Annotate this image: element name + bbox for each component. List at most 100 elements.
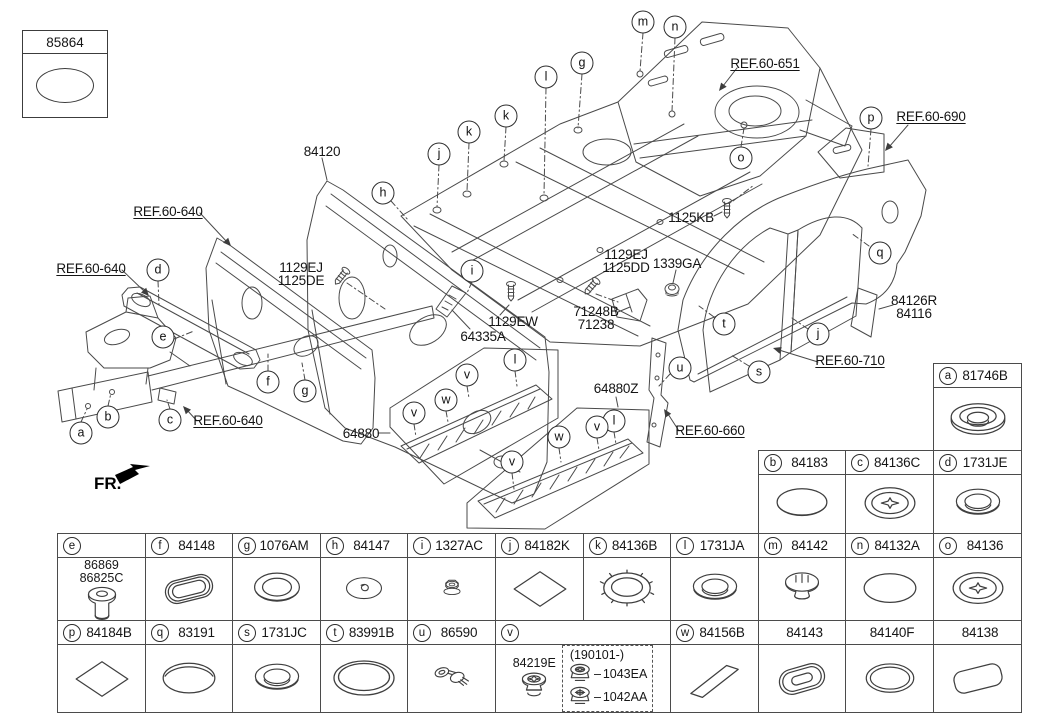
part-number: 1327AC <box>435 538 483 553</box>
callout-b: b <box>96 405 120 429</box>
item-letter: n <box>851 536 869 555</box>
nut-icon <box>431 572 473 606</box>
bracket-71248b <box>611 288 648 322</box>
pronged-cap-icon <box>776 568 828 610</box>
item-letter: k <box>589 536 607 555</box>
screw-grommet-icon <box>426 657 478 701</box>
part-number: 84147 <box>353 538 390 553</box>
legend-cell-u: u 86590 <box>407 620 496 713</box>
callout-v: v <box>585 415 609 439</box>
part-number: 84219E <box>512 655 556 670</box>
arrowheads <box>141 82 893 418</box>
leader-line <box>593 696 601 698</box>
part-number: 86590 <box>440 625 478 640</box>
legend-cell-84140f: 84140F <box>845 620 934 713</box>
label-ref-60-660: REF.60-660 <box>675 423 745 438</box>
label-64335a: 64335A <box>460 329 506 344</box>
label-ref-60-690: REF.60-690 <box>896 109 966 124</box>
label-71248b-71238: 71248B 71238 <box>573 304 619 332</box>
quarter-top-panel <box>817 127 885 179</box>
part-number: 84138 <box>961 625 999 640</box>
cross-plug-icon <box>949 567 1007 611</box>
pad-box-64880z <box>466 407 650 530</box>
oval-ring-icon <box>862 658 918 700</box>
label-ref-60-651: REF.60-651 <box>730 56 800 71</box>
fr-direction-arrow-icon <box>115 464 150 484</box>
item-letter: l <box>676 536 694 555</box>
part-number: 1731JC <box>261 625 307 640</box>
callout-w: w <box>434 388 458 412</box>
grommet-nut-icon <box>568 663 592 685</box>
leader-line <box>593 673 601 675</box>
callout-s: s <box>747 360 771 384</box>
callout-d: d <box>146 258 170 282</box>
label-1129ej-1125dd: 1129EJ 1125DD <box>602 247 650 275</box>
slotted-oval-grommet-icon <box>773 657 831 701</box>
part-number: 1076AM <box>259 538 309 553</box>
pad-box-64880 <box>389 347 559 485</box>
grommet-nut-icon <box>516 670 552 702</box>
part-number: 1731JE <box>962 455 1008 470</box>
grommet-3d-icon <box>948 397 1008 441</box>
ring-grommet-icon <box>250 658 304 700</box>
part-number: 84148 <box>178 538 215 553</box>
callout-g: g <box>293 379 317 403</box>
item-letter: g <box>238 536 256 555</box>
item-letter: e <box>63 536 81 555</box>
item-letter: j <box>501 536 519 555</box>
legend-cell-k: k 84136B <box>583 533 671 621</box>
part-number: 84136B <box>611 538 658 553</box>
cowl-top-bar <box>121 286 261 370</box>
legend-cell-84143: 84143 <box>758 620 846 713</box>
part-number: 86825C <box>79 571 124 585</box>
legend-box-85864: 85864 <box>22 30 108 118</box>
item-letter: v <box>501 623 519 642</box>
ring-grommet-icon <box>951 483 1005 525</box>
callout-k: k <box>494 104 518 128</box>
oval-pad-icon <box>36 67 94 103</box>
part-number: 84182K <box>524 538 570 553</box>
label-1125kb: 1125KB <box>668 210 714 225</box>
date-variant-box: (190101-) 1043EA 1042AA <box>561 645 654 712</box>
round-grommet-icon <box>249 567 305 611</box>
callout-g: g <box>570 51 594 75</box>
part-number: 84140F <box>869 625 915 640</box>
bolt-icon <box>722 198 732 219</box>
label-64880z: 64880Z <box>593 381 639 396</box>
label-1129ej-1125de: 1129EJ 1125DE <box>277 260 325 288</box>
callout-v: v <box>402 401 426 425</box>
label-1339ga: 1339GA <box>652 256 702 271</box>
callout-h: h <box>371 181 395 205</box>
callout-c: c <box>158 408 182 432</box>
leader-lines <box>121 67 909 434</box>
rear-floor-panel <box>617 67 821 197</box>
item-letter: q <box>151 623 169 642</box>
callout-t: t <box>712 312 736 336</box>
scalloped-grommet-icon <box>598 566 656 612</box>
callout-leader-lines <box>80 32 872 490</box>
item-letter: u <box>413 623 431 642</box>
callout-e: e <box>151 325 175 349</box>
bolt-icon <box>584 276 601 295</box>
item-letter: w <box>676 623 694 642</box>
label-ref-60-640-left: REF.60-640 <box>56 261 126 276</box>
part-number: 84184B <box>86 625 132 640</box>
label-ref-60-640-bottom: REF.60-640 <box>193 413 263 428</box>
legend-cell-j: j 84182K <box>495 533 584 621</box>
label-1129ew: 1129EW <box>488 314 538 329</box>
label-ref-60-710: REF.60-710 <box>815 353 885 368</box>
